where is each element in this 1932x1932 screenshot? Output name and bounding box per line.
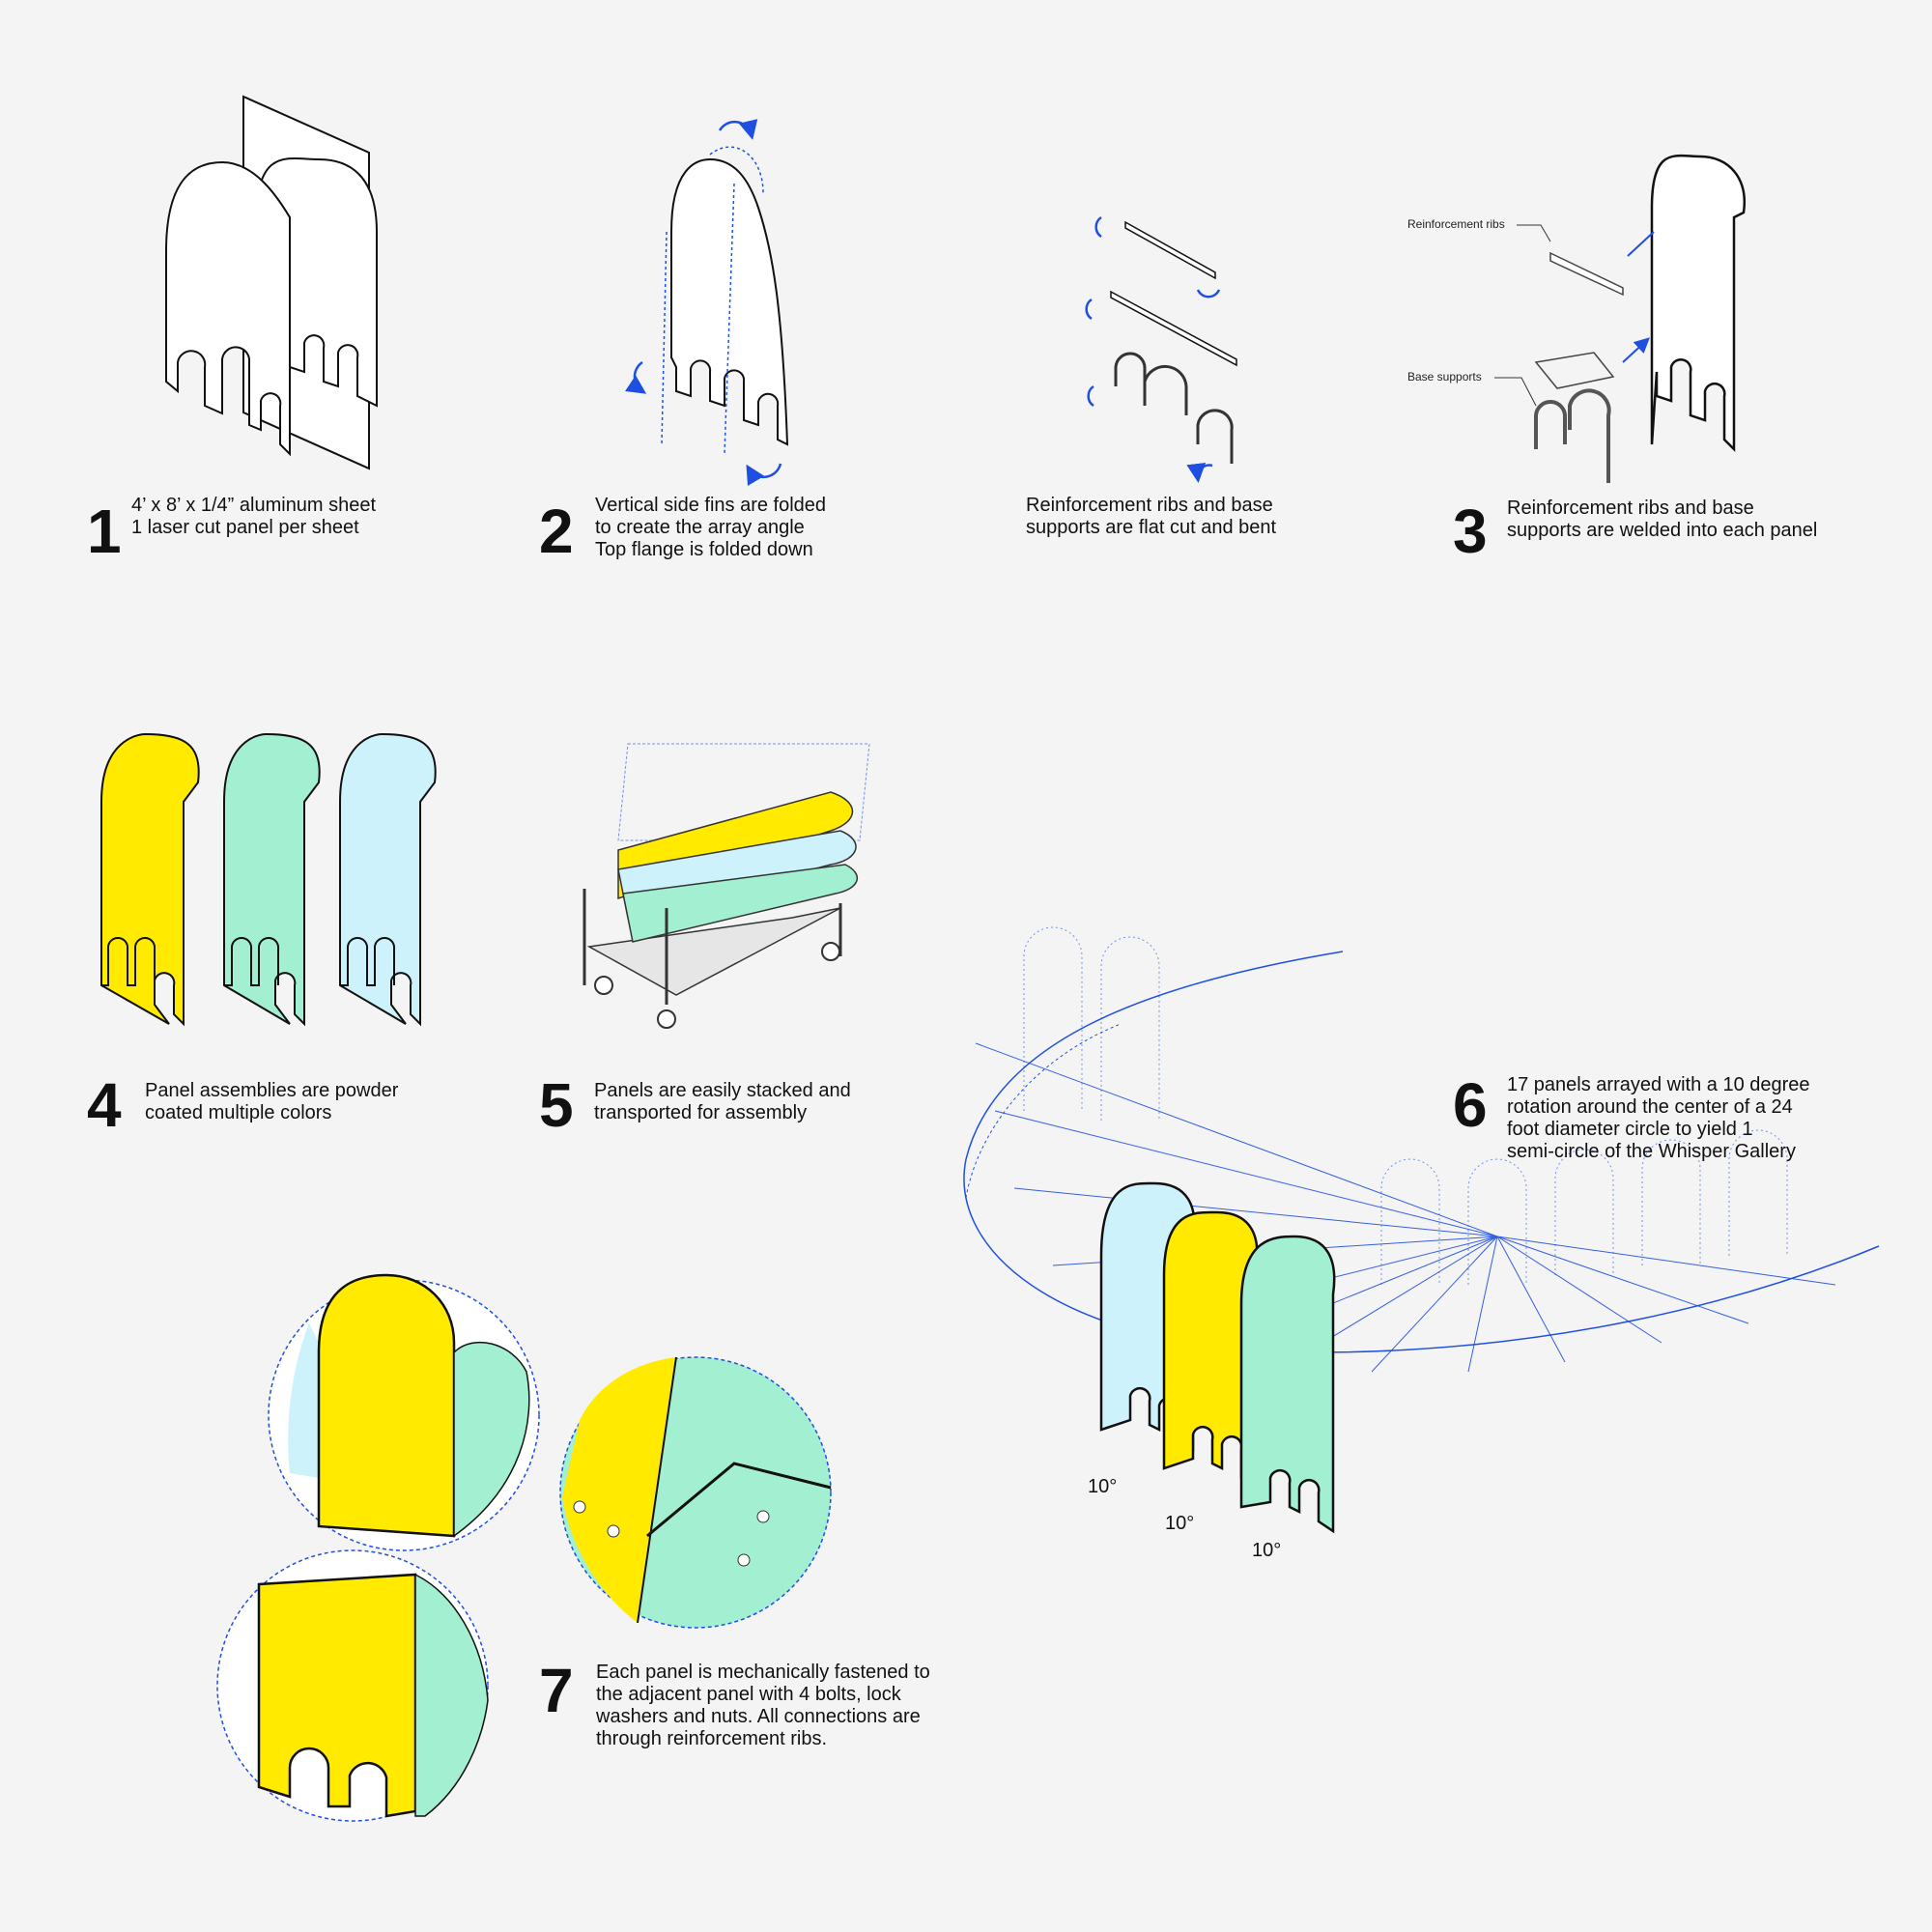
- caption-line: transported for assembly: [594, 1102, 808, 1123]
- caption-line: 4’ x 8’ x 1/4” aluminum sheet: [131, 495, 377, 516]
- angle-label: 10°: [1088, 1476, 1118, 1497]
- caption-line: Reinforcement ribs and base: [1507, 497, 1754, 519]
- caption-line: through reinforcement ribs.: [596, 1728, 828, 1749]
- step6-array-illustration: [963, 926, 1880, 1534]
- caption-line: foot diameter circle to yield 1: [1507, 1119, 1753, 1140]
- caption-line: the adjacent panel with 4 bolts, lock: [596, 1684, 901, 1705]
- caption-line: supports are welded into each panel: [1507, 520, 1818, 541]
- step-caption-4: Panel assemblies are powder coated multi…: [145, 1080, 398, 1124]
- caption-line: semi-circle of the Whisper Gallery: [1507, 1141, 1796, 1162]
- ribs-bent-illustration: [1085, 215, 1237, 478]
- step-number-2: 2: [539, 497, 574, 566]
- step-number-7: 7: [539, 1656, 574, 1725]
- step5-cart-illustration: [582, 743, 870, 1029]
- caption-line: washers and nuts. All connections are: [596, 1706, 921, 1727]
- step2-fold-illustration: [624, 119, 789, 487]
- callout-base-supports: Base supports: [1407, 370, 1482, 384]
- caption-line: Panel assemblies are powder: [145, 1080, 399, 1101]
- step-caption-5: Panels are easily stacked and transporte…: [594, 1080, 851, 1124]
- step-number-1: 1: [87, 497, 122, 566]
- step-caption-1: 4’ x 8’ x 1/4” aluminum sheet 1 laser cu…: [131, 495, 376, 539]
- caption-line: Each panel is mechanically fastened to: [596, 1662, 930, 1683]
- step-caption-3: Reinforcement ribs and base supports are…: [1507, 497, 1817, 542]
- step-number-5: 5: [539, 1070, 574, 1140]
- angle-label: 10°: [1165, 1513, 1195, 1534]
- caption-line: supports are flat cut and bent: [1026, 517, 1277, 538]
- caption-line: Top flange is folded down: [595, 539, 813, 560]
- step4-colored-panels: [100, 732, 437, 1027]
- step-caption-ribs: Reinforcement ribs and base supports are…: [1026, 495, 1276, 539]
- step-number-4: 4: [87, 1070, 122, 1140]
- step-number-6: 6: [1453, 1070, 1488, 1140]
- caption-line: to create the array angle: [595, 517, 805, 538]
- caption-line: Vertical side fins are folded: [595, 495, 827, 516]
- step-caption-6: 17 panels arrayed with a 10 degree rotat…: [1507, 1074, 1810, 1163]
- step-caption-7: Each panel is mechanically fastened to t…: [596, 1662, 930, 1750]
- caption-line: Reinforcement ribs and base: [1026, 495, 1273, 516]
- caption-line: coated multiple colors: [145, 1102, 332, 1123]
- caption-line: Panels are easily stacked and: [594, 1080, 851, 1101]
- panel-outline-front: [165, 160, 291, 457]
- caption-line: 1 laser cut panel per sheet: [131, 517, 359, 538]
- step-caption-2: Vertical side fins are folded to create …: [595, 495, 826, 561]
- step3-weld-illustration: [1494, 154, 1747, 483]
- caption-line: rotation around the center of a 24: [1507, 1096, 1793, 1118]
- step-number-3: 3: [1453, 497, 1488, 566]
- step1-sheet-illustration: [165, 95, 378, 470]
- callout-reinforcement-ribs: Reinforcement ribs: [1407, 217, 1505, 231]
- angle-label: 10°: [1252, 1540, 1282, 1561]
- caption-line: 17 panels arrayed with a 10 degree: [1507, 1074, 1810, 1095]
- step7-detail-circles: [216, 1273, 832, 1822]
